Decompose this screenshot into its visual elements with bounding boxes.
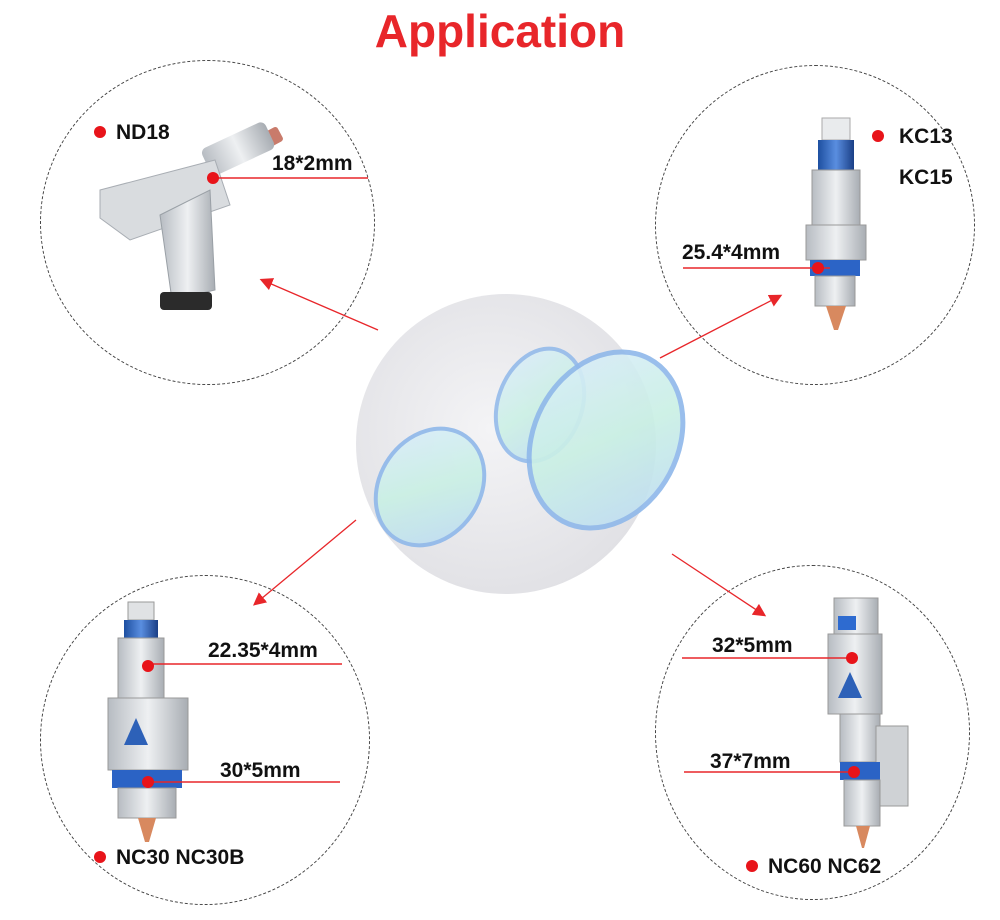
size-label-37x7: 37*7mm — [710, 750, 791, 773]
lens-small — [373, 426, 487, 548]
welding-gun-illustration — [99, 122, 283, 310]
arrow-to-top-right — [659, 294, 783, 359]
size-label-32x5: 32*5mm — [712, 634, 793, 657]
marker-dot-18x2 — [207, 172, 219, 184]
circle-top-left — [40, 60, 375, 385]
marker-dot-32x5 — [846, 652, 858, 664]
arrow-to-top-left — [259, 278, 379, 331]
model-label-kc15: KC15 — [899, 166, 953, 189]
cutting-head-kc-illustration — [805, 117, 867, 330]
marker-dot-25-4x4 — [812, 262, 824, 274]
circle-top-right — [655, 65, 975, 385]
model-bullet-nc30 — [94, 851, 106, 863]
model-bullet-nc60 — [746, 860, 758, 872]
model-label-nc30: NC30 NC30B — [116, 846, 245, 869]
arrow-to-bottom-left — [253, 519, 357, 606]
model-label-nd18: ND18 — [116, 121, 170, 144]
marker-dot-22-35x4 — [142, 660, 154, 672]
circle-bottom-right — [655, 565, 970, 900]
size-label-22-35x4: 22.35*4mm — [208, 639, 318, 662]
page-title: Application — [374, 5, 626, 57]
circle-bottom-left — [40, 575, 370, 905]
model-label-nc60: NC60 NC62 — [768, 855, 882, 878]
marker-dot-37x7 — [848, 766, 860, 778]
model-bullet-nd18 — [94, 126, 106, 138]
marker-dot-30x5 — [142, 776, 154, 788]
size-label-30x5: 30*5mm — [220, 759, 301, 782]
size-label-18x2: 18*2mm — [272, 152, 353, 175]
model-label-kc13: KC13 — [899, 125, 953, 148]
arrow-to-bottom-right — [671, 553, 767, 617]
cutting-head-nc30-illustration — [107, 601, 189, 842]
size-label-25-4x4: 25.4*4mm — [682, 241, 781, 264]
model-bullet-kc13 — [872, 130, 884, 142]
cutting-head-nc60-illustration — [827, 597, 909, 848]
lens-large — [526, 349, 686, 531]
